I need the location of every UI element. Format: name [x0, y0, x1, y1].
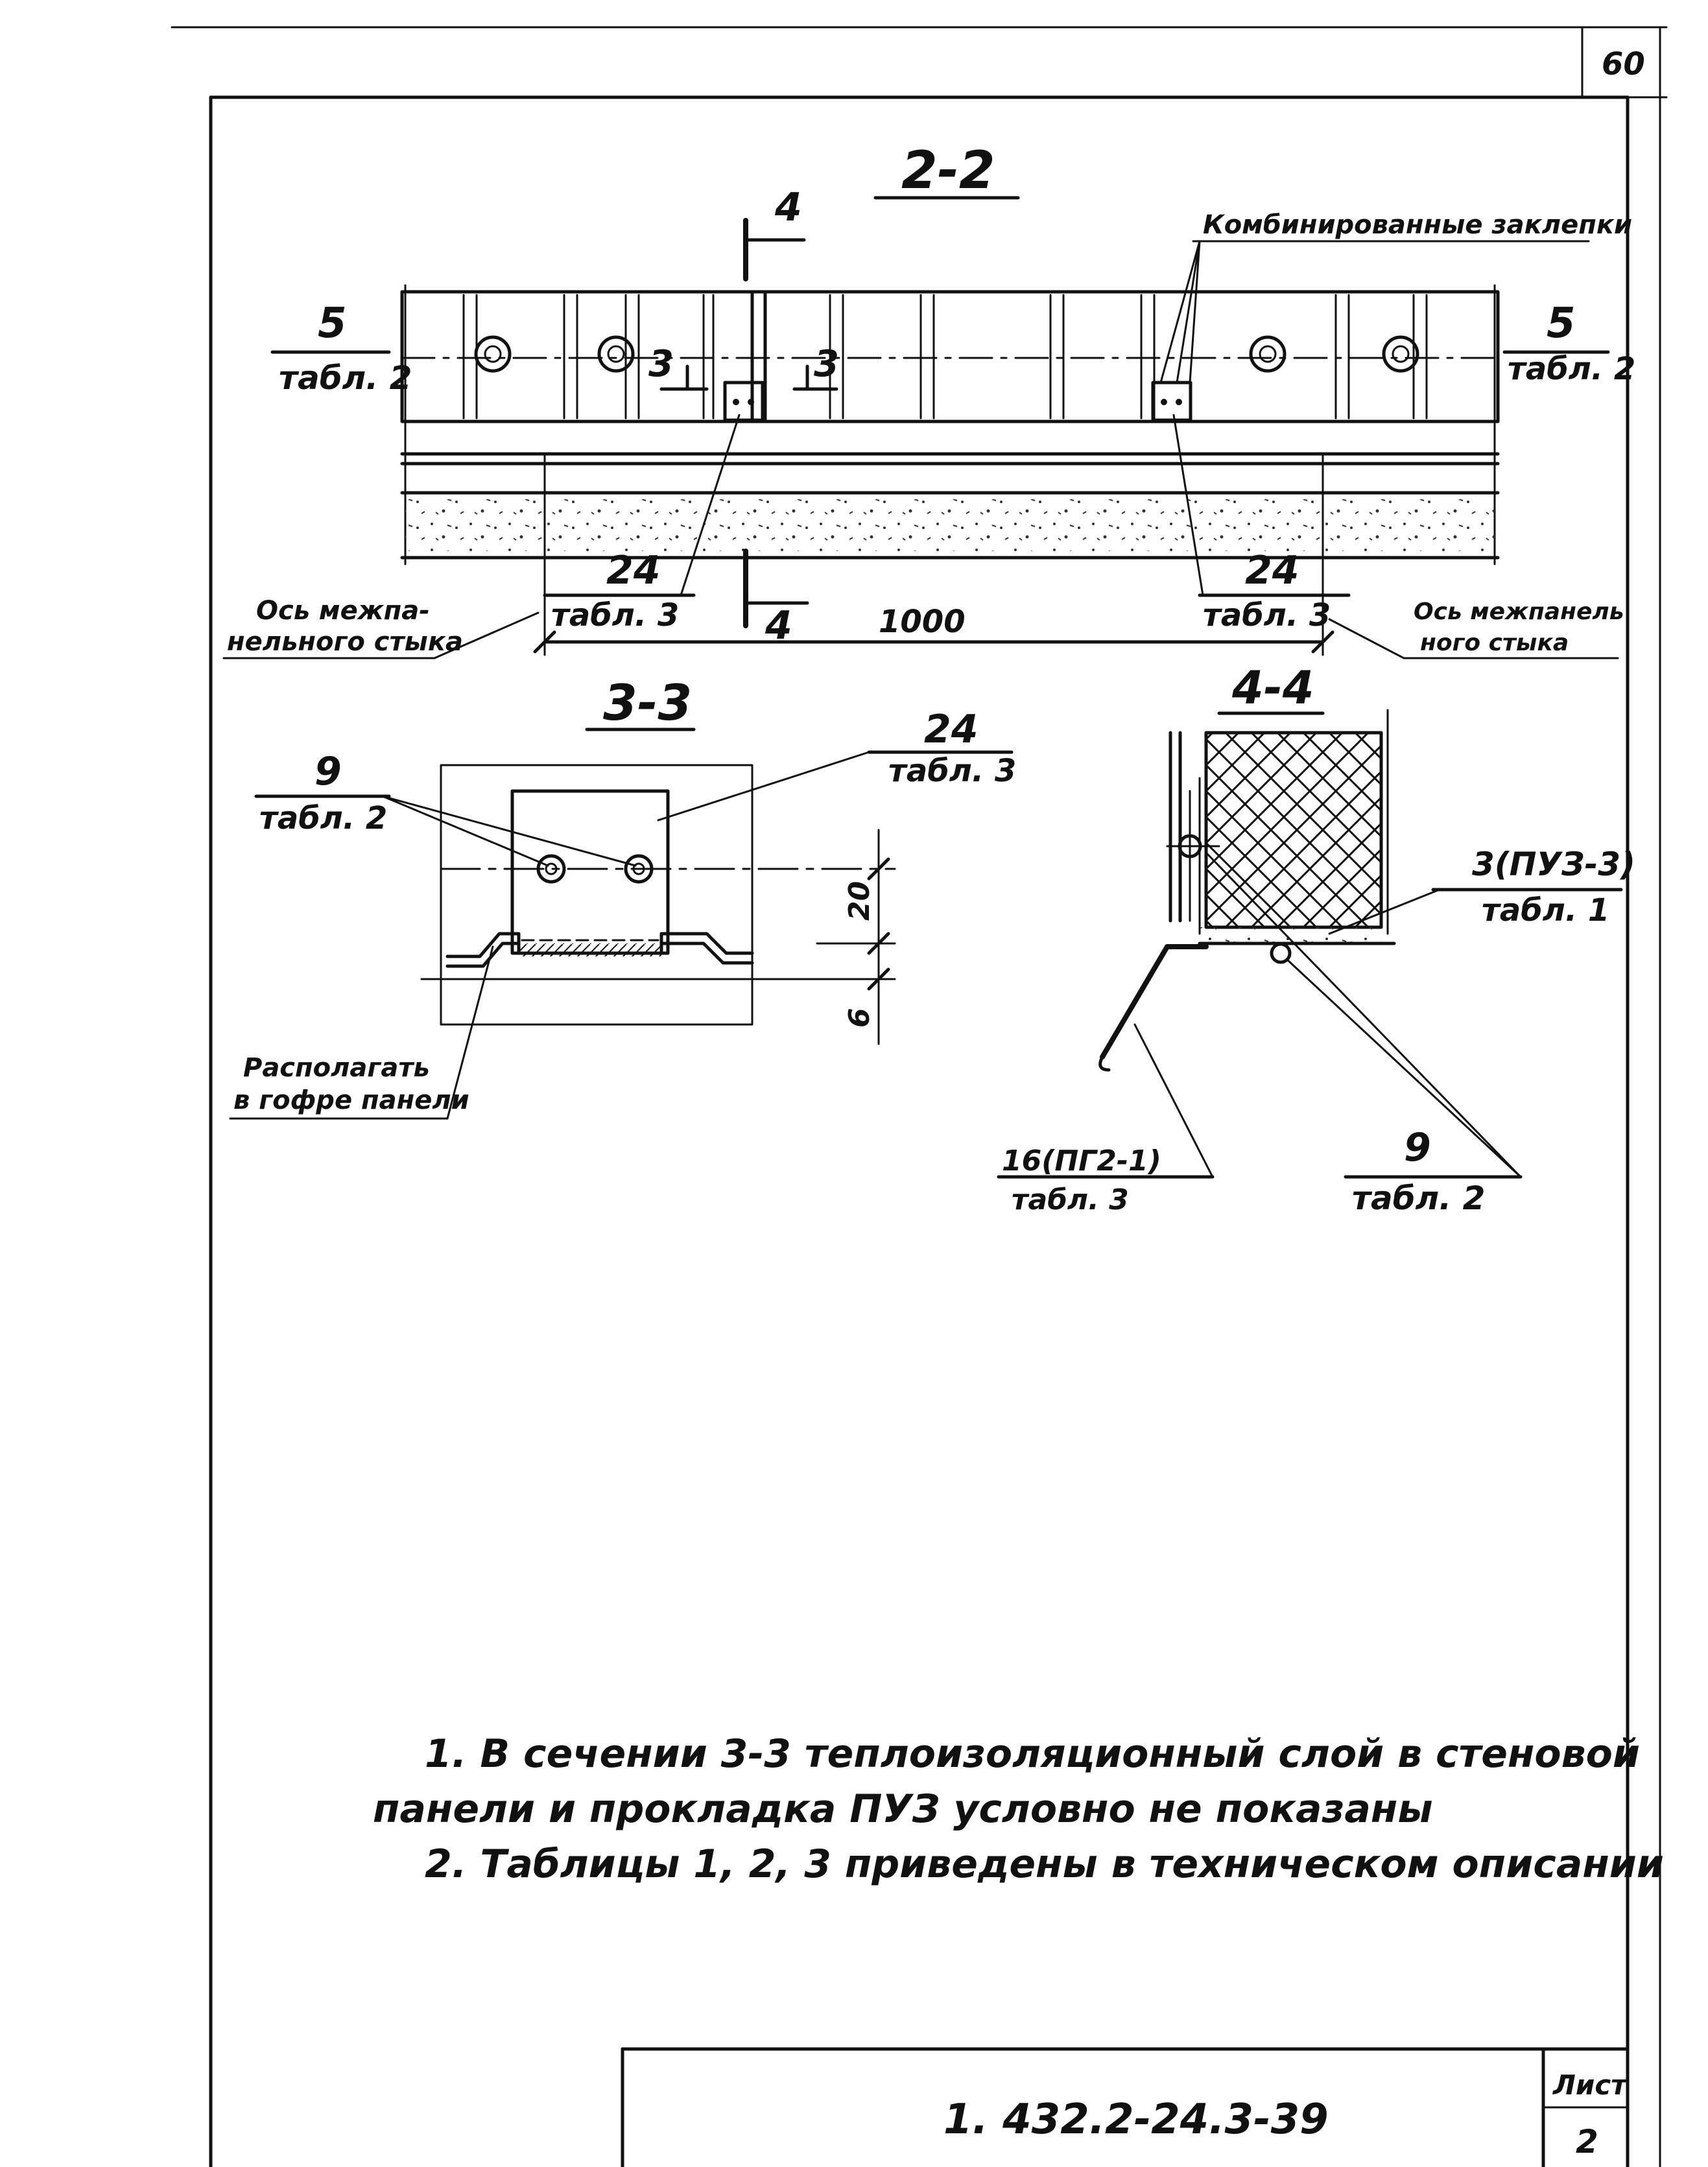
note-line-2: панели и прокладка ПУЗ условно не показа… [373, 1786, 1433, 1832]
flashing-profile [1100, 944, 1209, 1060]
section-4-4-title: 4-4 [1231, 661, 1314, 715]
rivet [1166, 834, 1220, 859]
note-line-3: 2. Таблицы 1, 2, 3 приведены в техническ… [425, 1841, 1664, 1887]
dimension-1000: 1000 [879, 604, 966, 640]
placement-note-line2: в гофре панели [233, 1085, 469, 1115]
seal-strip [1200, 927, 1381, 943]
right-axis-note-line1: Ось межпанель [1414, 598, 1624, 625]
sheet-number: 2 [1576, 2123, 1598, 2161]
rivet-plate [510, 789, 670, 955]
insulation-layer [405, 499, 1495, 551]
section-3-3-frame [440, 764, 753, 1026]
bottom-right-ref-table: табл. 3 [1203, 597, 1331, 634]
ref-bottom-left-table: табл. 3 [1012, 1183, 1129, 1216]
left-axis-note-line2: нельного стыка [227, 627, 463, 657]
rivet-circle [474, 335, 512, 373]
notes: 1. В сечении 3-3 теплоизоляционный слой … [373, 1731, 1664, 1887]
ref-bottom-left-number: 16(ПГ2-1) [1002, 1144, 1161, 1178]
cut-4-top-label: 4 [774, 185, 802, 230]
right-ref-number: 5 [1547, 300, 1576, 348]
page-number: 60 [1602, 46, 1645, 82]
rivet-plate-right [1151, 381, 1192, 422]
sheet-frame [171, 26, 1668, 2167]
left-axis-note-line1: Ось межпа- [256, 596, 430, 626]
title-block: 1. 432.2-24.3-39 Лист 2 [621, 2047, 1630, 2167]
bottom-left-ref-table: табл. 3 [551, 597, 679, 634]
cut-3-right-label: 3 [814, 343, 839, 385]
section-3-3: 3-3 20 6 9 табл. 2 24 [229, 674, 1016, 1120]
section-4-4: 4-4 3(ПУЗ-3) табл. 1 16(ПГ2-1) табл. 3 [997, 661, 1635, 1217]
ref-left-number: 9 [314, 749, 342, 794]
insulation-block [1206, 733, 1381, 927]
rivet-circle [1249, 335, 1287, 373]
rivet-circle [1382, 335, 1419, 373]
note-line-1: 1. В сечении 3-3 теплоизоляционный слой … [425, 1731, 1640, 1777]
placement-note-line1: Располагать [243, 1053, 430, 1083]
bottom-right-ref-number: 24 [1245, 548, 1299, 593]
section-2-2: 2-2 4 [222, 140, 1635, 659]
right-ref-table: табл. 2 [1508, 351, 1635, 387]
rivet-circle [597, 335, 635, 373]
rivet-left [536, 854, 566, 884]
dim-20: 20 [843, 881, 876, 921]
panel-corrugated-section [400, 290, 1500, 423]
ref-bottom-right-number: 9 [1404, 1125, 1431, 1170]
left-ref-table: табл. 2 [279, 359, 412, 397]
section-2-2-title: 2-2 [901, 140, 995, 200]
dim-6: 6 [843, 1008, 876, 1028]
rivet-plate-left [723, 381, 765, 422]
cut-3-left-label: 3 [648, 343, 674, 385]
bottom-left-ref-number: 24 [606, 548, 661, 593]
sheet-label: Лист [1552, 2069, 1628, 2101]
document-code: 1. 432.2-24.3-39 [943, 2096, 1329, 2144]
rivet-right [624, 854, 654, 884]
callout-combined-rivets: Комбинированные заклепки [1203, 210, 1632, 240]
seal-strip [519, 943, 661, 956]
ref-top-table: табл. 1 [1482, 892, 1609, 929]
ref-right-table: табл. 3 [888, 753, 1016, 789]
ref-top-number: 3(ПУЗ-3) [1472, 846, 1635, 883]
left-ref-number: 5 [318, 300, 347, 348]
ref-bottom-right-table: табл. 2 [1352, 1179, 1485, 1217]
ref-left-table: табл. 2 [259, 800, 387, 836]
section-3-3-title: 3-3 [603, 674, 692, 731]
ref-right-number: 24 [924, 707, 979, 752]
right-axis-note-line2: ного стыка [1420, 630, 1569, 656]
